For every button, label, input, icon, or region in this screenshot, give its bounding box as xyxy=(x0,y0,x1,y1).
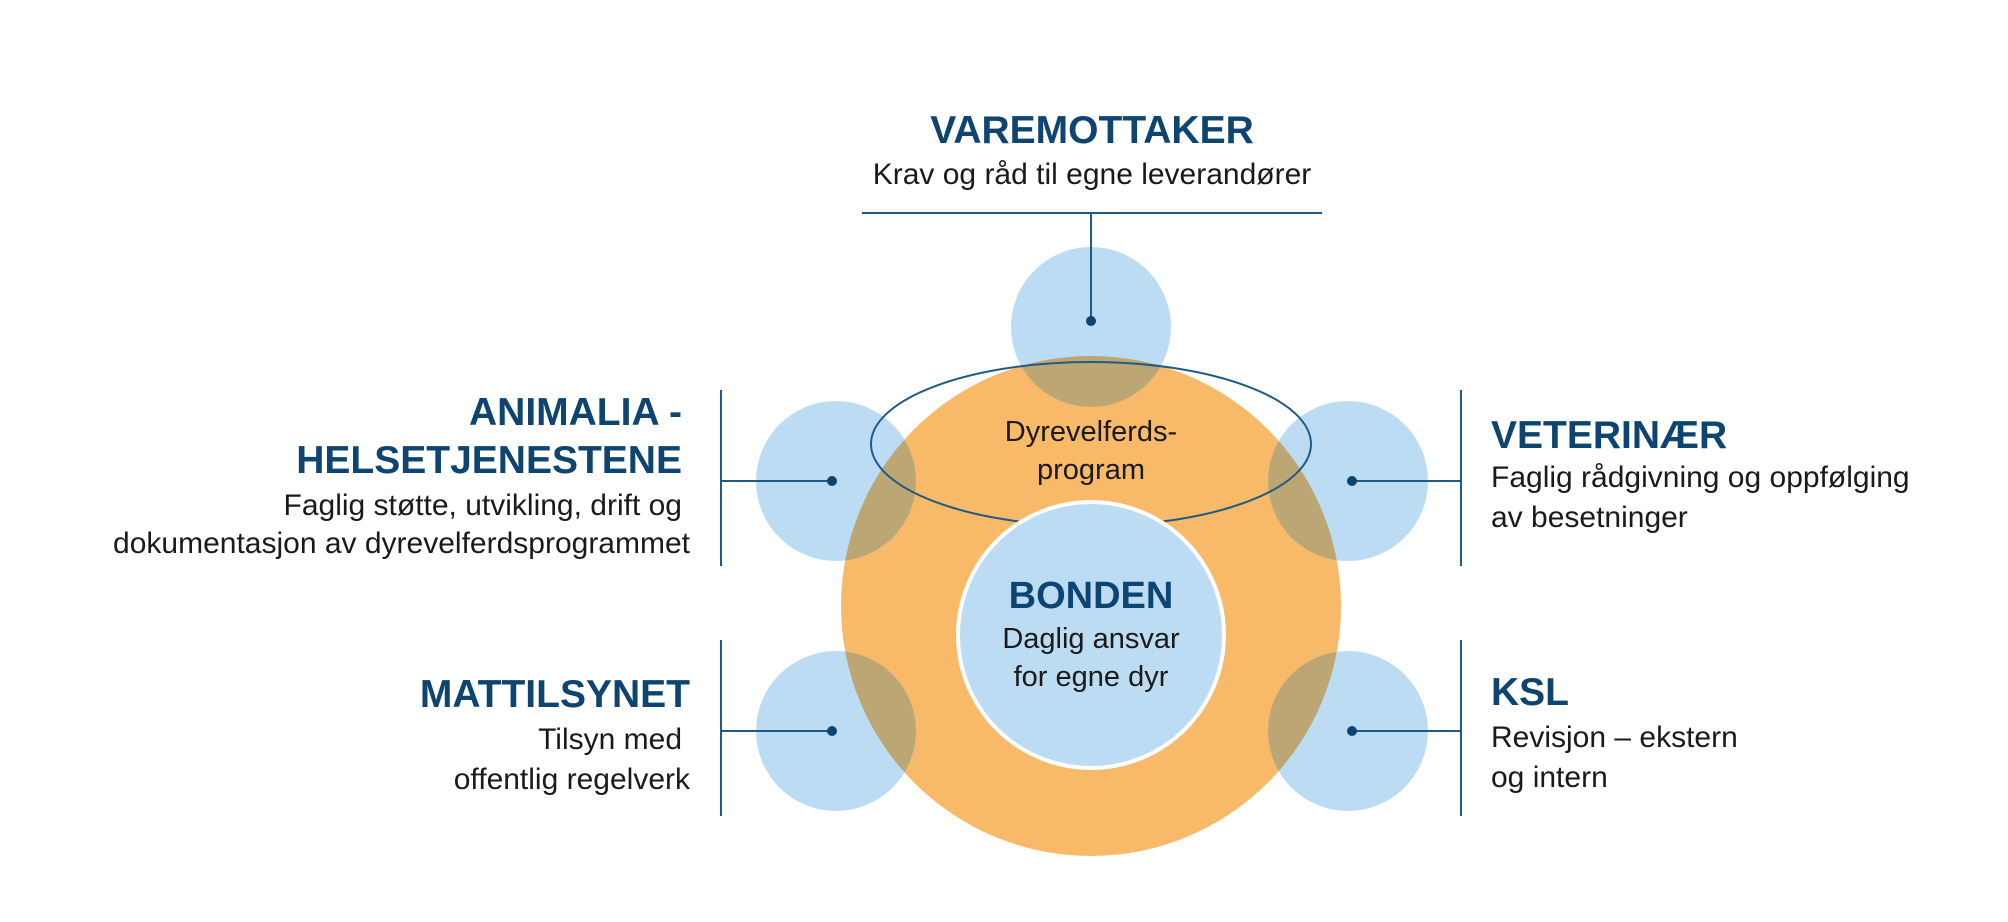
ksl-desc-line2: og intern xyxy=(1491,761,1608,794)
veterinaer-desc-line2: av besetninger xyxy=(1491,501,1688,534)
animalia-title-line1: ANIMALIA - xyxy=(468,391,682,434)
mattilsynet-desc-line2: offentlig regelverk xyxy=(453,763,690,796)
animalia-desc-line1: Faglig støtte, utvikling, drift og xyxy=(283,489,683,522)
veterinaer-title: VETERINÆR xyxy=(1491,414,1728,457)
top-connector-dot xyxy=(1086,316,1096,326)
right-lower-connector-dot xyxy=(1347,726,1357,736)
right-upper-connector-dot xyxy=(1347,476,1357,486)
veterinaer-desc-line1: Faglig rådgivning og oppfølging xyxy=(1491,461,1910,494)
core-desc-line1: Daglig ansvar xyxy=(1002,623,1180,655)
core-title: BONDEN xyxy=(1009,575,1174,617)
ksl-desc-line1: Revisjon – ekstern xyxy=(1491,721,1738,754)
left-upper-connector-dot xyxy=(827,476,837,486)
animalia-desc-line2: dokumentasjon av dyrevelferdsprogrammet xyxy=(113,527,690,560)
varemottaker-desc: Krav og råd til egne leverandører xyxy=(872,158,1312,191)
core-desc-line2: for egne dyr xyxy=(1014,661,1169,693)
left-lower-connector-dot xyxy=(827,726,837,736)
connector-lines xyxy=(720,212,1462,816)
animalia-title-line2: HELSETJENESTENE xyxy=(296,439,682,482)
program-label-line1: Dyrevelferds- xyxy=(1005,416,1177,448)
mattilsynet-desc-line1: Tilsyn med xyxy=(538,723,682,756)
ksl-title: KSL xyxy=(1491,671,1569,714)
connector-dots xyxy=(827,316,1357,736)
core-circle xyxy=(956,500,1226,770)
mattilsynet-title: MATTILSYNET xyxy=(419,673,690,716)
program-label-line2: program xyxy=(1037,454,1145,486)
varemottaker-title: VAREMOTTAKER xyxy=(930,109,1254,152)
